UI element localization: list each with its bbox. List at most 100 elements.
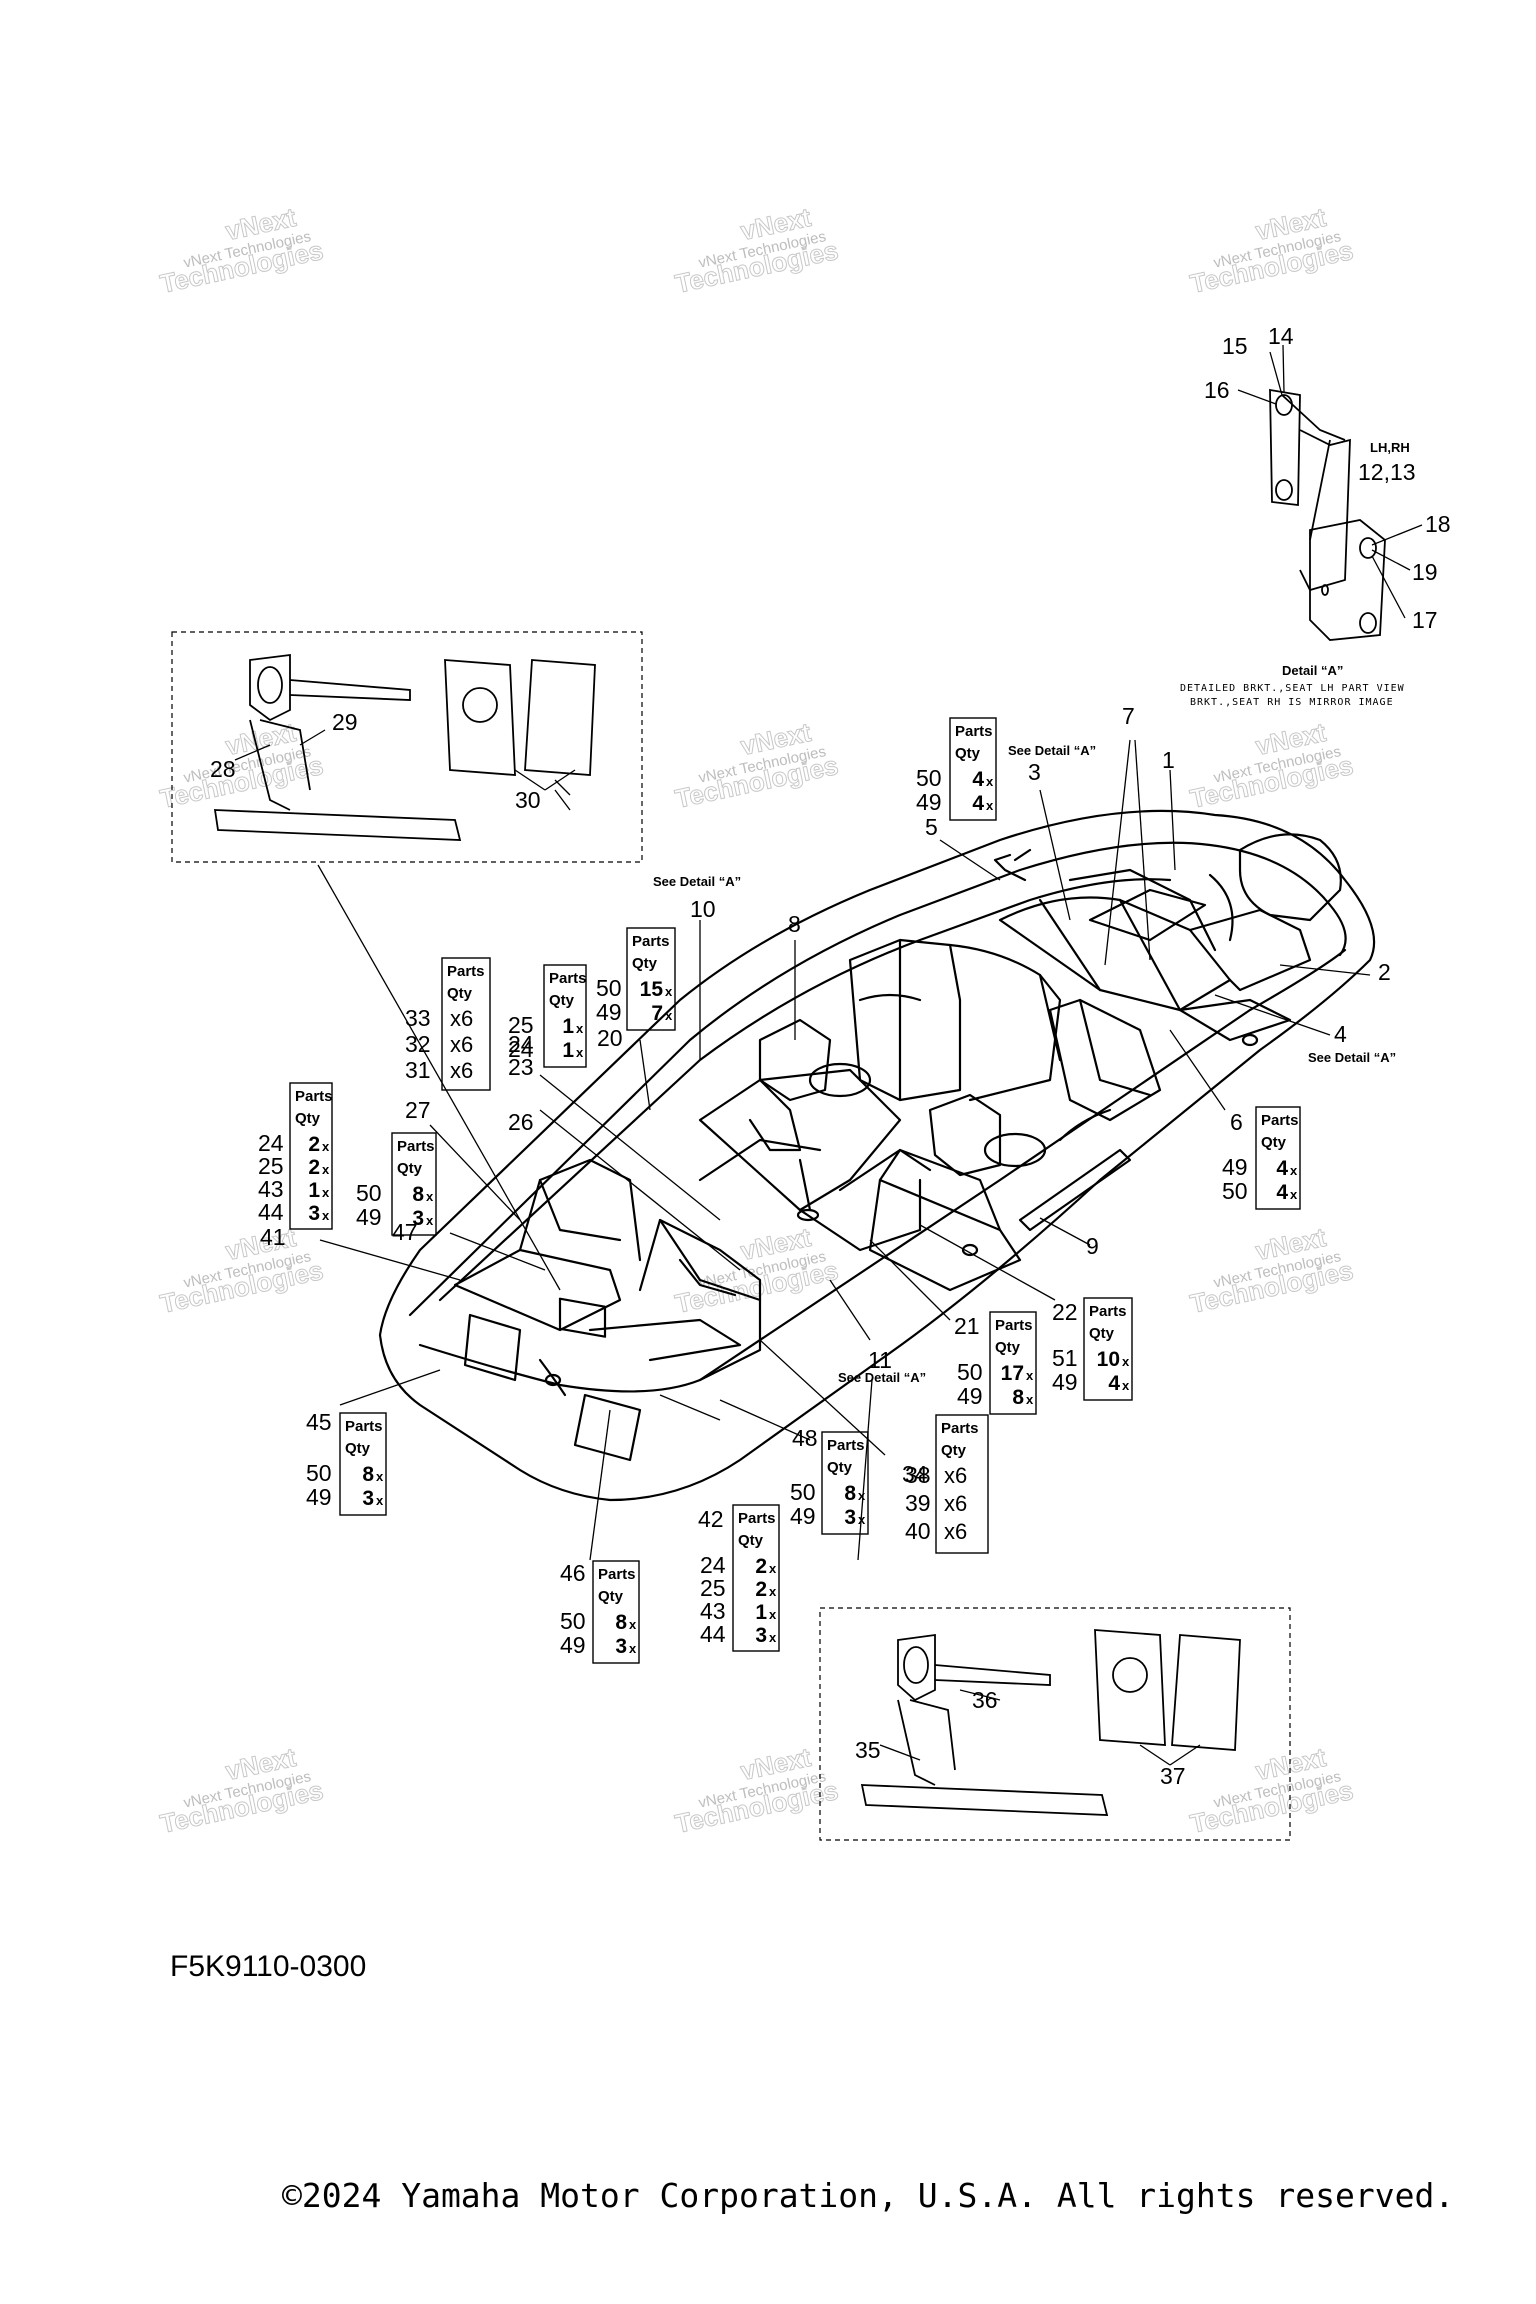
callout-4: 4 bbox=[1334, 1021, 1347, 1047]
detail-a-title: Detail “A” bbox=[1282, 663, 1343, 678]
qty-multiplier: x bbox=[665, 984, 673, 999]
qty-part-number: 33 bbox=[405, 1005, 431, 1031]
qty-part-number: 49 bbox=[1222, 1154, 1248, 1180]
qty-value: 3 bbox=[844, 1506, 856, 1529]
qty-multiplier: x bbox=[769, 1561, 777, 1576]
qty-part-number: 44 bbox=[258, 1199, 284, 1225]
callout-6: 6 bbox=[1230, 1109, 1243, 1135]
qty-value: 4 bbox=[1108, 1372, 1120, 1395]
qty-value: x6 bbox=[944, 1491, 967, 1516]
qty-part-number: 50 bbox=[596, 975, 622, 1001]
qty-header-qty: Qty bbox=[632, 955, 658, 972]
qty-header-parts: Parts bbox=[447, 963, 485, 980]
qty-part-number: 50 bbox=[560, 1608, 586, 1634]
qty-multiplier: x bbox=[322, 1139, 330, 1154]
qty-value: 2 bbox=[308, 1156, 320, 1179]
qty-box-frame bbox=[441, 957, 491, 1091]
callout-19: 19 bbox=[1412, 559, 1438, 585]
callout-21: 21 bbox=[954, 1313, 980, 1339]
qty-header-parts: Parts bbox=[955, 723, 993, 740]
callout-46: 46 bbox=[560, 1560, 586, 1586]
qty-header-qty: Qty bbox=[995, 1339, 1021, 1356]
qty-multiplier: x bbox=[322, 1162, 330, 1177]
see-detail-label-3: See Detail “A” bbox=[1008, 743, 1096, 758]
qty-header-parts: Parts bbox=[598, 1566, 636, 1583]
callout-47: 47 bbox=[392, 1219, 418, 1245]
detail-a-caption-1: DETAILED BRKT.,SEAT LH PART VIEW bbox=[1180, 683, 1405, 694]
callout-45: 45 bbox=[306, 1409, 332, 1435]
qty-multiplier: x bbox=[322, 1208, 330, 1223]
callout-35: 35 bbox=[855, 1737, 881, 1763]
qty-part-number: 50 bbox=[790, 1479, 816, 1505]
qty-value: 8 bbox=[1012, 1386, 1024, 1409]
qty-value: 4 bbox=[972, 768, 984, 791]
qty-value: 1 bbox=[562, 1015, 574, 1038]
qty-header-qty: Qty bbox=[955, 745, 981, 762]
qty-box-frame bbox=[339, 1412, 387, 1516]
callout-3: 3 bbox=[1028, 759, 1041, 785]
qty-multiplier: x bbox=[376, 1493, 384, 1508]
qty-header-parts: Parts bbox=[1089, 1303, 1127, 1320]
qty-multiplier: x bbox=[769, 1584, 777, 1599]
qty-part-number: 44 bbox=[700, 1621, 726, 1647]
qty-value: 3 bbox=[362, 1487, 374, 1510]
qty-value: 3 bbox=[412, 1207, 424, 1230]
seat-base-detail-right bbox=[819, 1607, 1291, 1841]
qty-header-parts: Parts bbox=[941, 1420, 979, 1437]
callout-26: 26 bbox=[508, 1109, 534, 1135]
qty-value: 8 bbox=[844, 1482, 856, 1505]
qty-multiplier: x bbox=[629, 1641, 637, 1656]
qty-header-parts: Parts bbox=[549, 970, 587, 987]
qty-part-number: 49 bbox=[306, 1484, 332, 1510]
qty-part-number: 25 bbox=[258, 1153, 284, 1179]
qty-multiplier: x bbox=[576, 1045, 584, 1060]
qty-value: 4 bbox=[1276, 1181, 1288, 1204]
qty-value: 15 bbox=[640, 978, 664, 1001]
callout-1: 1 bbox=[1162, 747, 1175, 773]
qty-part-number: 43 bbox=[258, 1176, 284, 1202]
qty-header-qty: Qty bbox=[447, 985, 473, 1002]
qty-box-frame bbox=[391, 1132, 437, 1236]
callout-17: 17 bbox=[1412, 607, 1438, 633]
qty-header-parts: Parts bbox=[827, 1437, 865, 1454]
qty-value: 4 bbox=[1276, 1157, 1288, 1180]
qty-part-number: 50 bbox=[356, 1180, 382, 1206]
see-detail-label-4: See Detail “A” bbox=[1308, 1050, 1396, 1065]
qty-header-qty: Qty bbox=[549, 992, 575, 1009]
qty-multiplier: x bbox=[858, 1512, 866, 1527]
callout-16: 16 bbox=[1204, 377, 1230, 403]
qty-value: 2 bbox=[308, 1133, 320, 1156]
qty-part-number: 49 bbox=[560, 1632, 586, 1658]
qty-value: 8 bbox=[412, 1183, 424, 1206]
callout-11: 11 bbox=[868, 1347, 892, 1373]
qty-header-qty: Qty bbox=[738, 1532, 764, 1549]
qty-part-number: 24 bbox=[258, 1130, 284, 1156]
qty-value: x6 bbox=[450, 1032, 473, 1057]
callout-36: 36 bbox=[972, 1687, 998, 1713]
qty-box-frame bbox=[1255, 1106, 1301, 1210]
qty-header-parts: Parts bbox=[1261, 1112, 1299, 1129]
callout-23: 23 bbox=[508, 1054, 534, 1080]
qty-part-number: 49 bbox=[356, 1204, 382, 1230]
qty-multiplier: x bbox=[858, 1488, 866, 1503]
qty-value: 2 bbox=[755, 1555, 767, 1578]
qty-header-parts: Parts bbox=[397, 1138, 435, 1155]
qty-part-number: 49 bbox=[790, 1503, 816, 1529]
qty-part-number: 25 bbox=[700, 1575, 726, 1601]
qty-multiplier: x bbox=[376, 1469, 384, 1484]
qty-part-number: 49 bbox=[916, 789, 942, 815]
qty-box-frame bbox=[289, 1082, 333, 1230]
qty-part-number: 50 bbox=[1222, 1178, 1248, 1204]
qty-header-qty: Qty bbox=[598, 1588, 624, 1605]
qty-part-number: 24 bbox=[508, 1036, 534, 1062]
